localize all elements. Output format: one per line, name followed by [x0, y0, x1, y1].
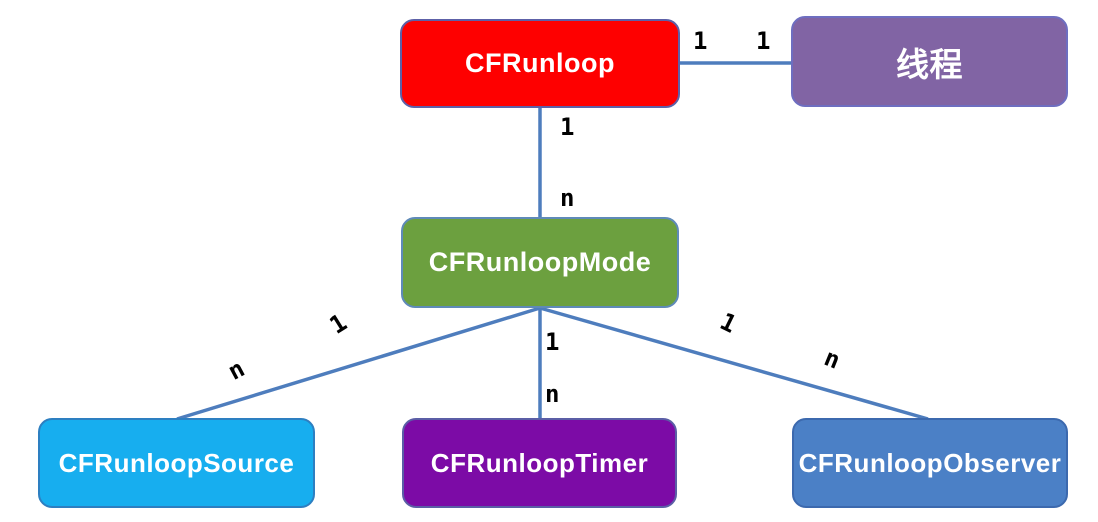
node-cfrunloopsource: CFRunloopSource: [38, 418, 315, 508]
node-cfrunlooptimer: CFRunloopTimer: [402, 418, 677, 508]
cardinality-mode-timer-near-mode: 1: [545, 328, 560, 356]
node-cfrunloopmode: CFRunloopMode: [401, 217, 679, 308]
cardinality-runloop-thread-near-runloop: 1: [693, 27, 708, 55]
node-cfrunloopobserver: CFRunloopObserver: [792, 418, 1068, 508]
node-thread: 线程: [791, 16, 1068, 107]
edge-mode-source-line: [176, 306, 541, 421]
node-cfrunloop: CFRunloop: [400, 19, 680, 108]
cardinality-mode-timer-near-timer: n: [545, 380, 560, 408]
cardinality-runloop-mode-near-runloop: 1: [560, 113, 575, 141]
edge-mode-observer-line: [539, 306, 929, 421]
cardinality-runloop-mode-near-mode: n: [560, 184, 575, 212]
cardinality-runloop-thread-near-thread: 1: [756, 27, 771, 55]
